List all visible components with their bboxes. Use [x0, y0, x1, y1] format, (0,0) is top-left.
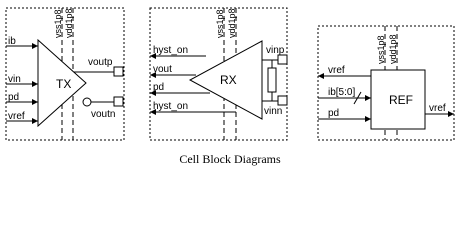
ref-cell-border — [317, 25, 455, 141]
figure-caption: Cell Block Diagrams — [179, 152, 281, 166]
tx-inversion-bubble — [82, 97, 92, 107]
ref-block-label: REF — [389, 93, 413, 107]
ref-pin-pd-arrow — [365, 116, 371, 122]
rx-cell-border — [149, 7, 288, 141]
ref-vdd-label: vdd1p8 — [388, 34, 398, 64]
tx-vdd-label: vdd1p8 — [64, 8, 74, 38]
tx-vss-label: vss1p8 — [53, 9, 63, 38]
tx-output-voutn-label: voutn — [91, 109, 115, 120]
rx-amplifier-symbol — [188, 40, 263, 120]
rx-pin-pd-arrow — [150, 90, 156, 96]
tx-amplifier-symbol — [37, 38, 87, 128]
tx-cell-border — [5, 7, 125, 141]
rx-pin-hyst-on-top-arrow — [150, 53, 156, 59]
rx-vinn-label: vinn — [264, 106, 282, 117]
tx-block-label: TX — [56, 77, 71, 91]
tx-input-ib-label: ib — [8, 36, 16, 47]
ref-bus-slash — [353, 91, 362, 105]
rx-vinp-label: vinp — [266, 45, 285, 56]
ref-cell — [317, 25, 455, 141]
rx-vss-label: vss1p8 — [215, 9, 225, 38]
tx-input-vref-label: vref — [8, 111, 25, 122]
rx-pin-hyst-on-bottom-label: hyst_on — [153, 101, 188, 112]
tx-input-pd-arrow — [32, 99, 38, 105]
tx-output-voutp-label: voutp — [88, 57, 113, 68]
rx-block-label: RX — [220, 73, 237, 87]
tx-voutn-pin — [113, 96, 124, 107]
ref-pin-pd-label: pd — [328, 108, 339, 119]
rx-pin-vout-arrow — [150, 72, 156, 78]
tx-input-vref-arrow — [32, 118, 38, 124]
rx-pin-hyst-on-bottom-arrow — [150, 109, 156, 115]
ref-output-vref-label: vref — [429, 103, 446, 114]
rx-termination-resistor — [267, 67, 277, 93]
rx-vdd-label: vdd1p8 — [227, 8, 237, 38]
rx-pin-vout-label: vout — [153, 64, 172, 75]
tx-input-pd-label: pd — [8, 92, 19, 103]
ref-pin-ib-label: ib[5:0] — [328, 87, 355, 98]
ref-pin-ib-arrow — [365, 95, 371, 101]
rx-pin-hyst-on-top-label: hyst_on — [153, 45, 188, 56]
tx-cell — [5, 7, 125, 141]
tx-voutp-pin — [113, 66, 124, 77]
ref-vss-label: vss1p8 — [376, 35, 386, 64]
ref-pin-vref-out-arrow — [448, 111, 454, 117]
rx-vinp-pin — [277, 54, 288, 65]
rx-cell — [149, 7, 288, 141]
tx-input-vin-arrow — [32, 81, 38, 87]
rx-pin-pd-label: pd — [153, 82, 164, 93]
tx-input-ib-arrow — [32, 43, 38, 49]
tx-input-vin-label: vin — [8, 74, 21, 85]
ref-pin-vref-left-arrow — [318, 73, 324, 79]
ref-pin-vref-left-label: vref — [328, 65, 345, 76]
cell-block-diagrams: vss1p8 vdd1p8 TX ib vin pd vref voutp vo… — [5, 7, 455, 141]
rx-vinn-pin — [277, 95, 288, 106]
ref-block — [370, 69, 426, 130]
